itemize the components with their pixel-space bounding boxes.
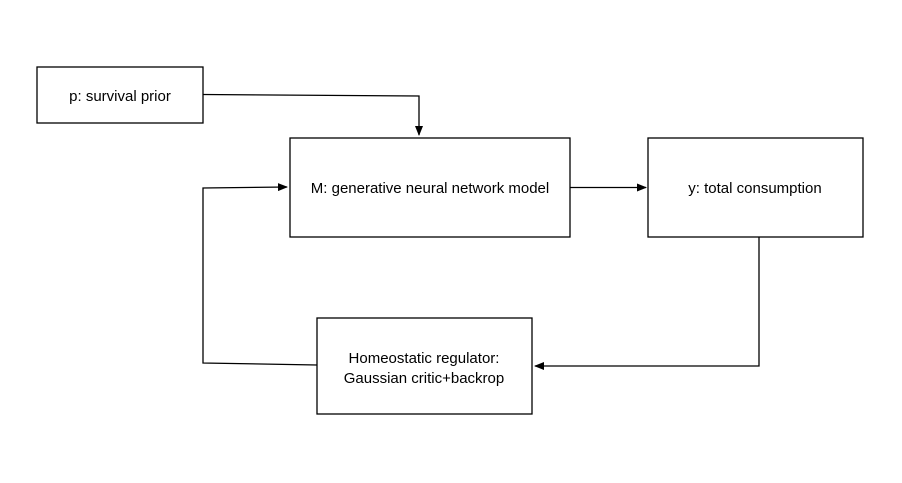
node-survival-prior-box: [36, 66, 204, 124]
node-generative-model-label: M: generative neural network model: [311, 180, 549, 197]
node-homeostatic-regulator-label-line2: Gaussian critic+backrop: [344, 370, 505, 387]
node-total-consumption: y: total consumption: [647, 137, 864, 238]
node-total-consumption-label: y: total consumption: [688, 180, 821, 197]
edge-prior-to-model: [202, 93, 423, 136]
node-generative-model: M: generative neural network model: [289, 137, 571, 238]
node-homeostatic-regulator: Homeostatic regulator: Gaussian critic+b…: [316, 317, 533, 415]
node-homeostatic-regulator-box: [316, 317, 533, 415]
edge-consumption-to-regulator: [534, 237, 760, 370]
edge-regulator-to-model: [202, 183, 318, 366]
node-survival-prior-label: p: survival prior: [69, 88, 171, 105]
node-total-consumption-box: [647, 137, 864, 238]
node-survival-prior: p: survival prior: [36, 66, 204, 124]
node-generative-model-box: [289, 137, 571, 238]
node-homeostatic-regulator-label-line1: Homeostatic regulator:: [349, 350, 500, 367]
